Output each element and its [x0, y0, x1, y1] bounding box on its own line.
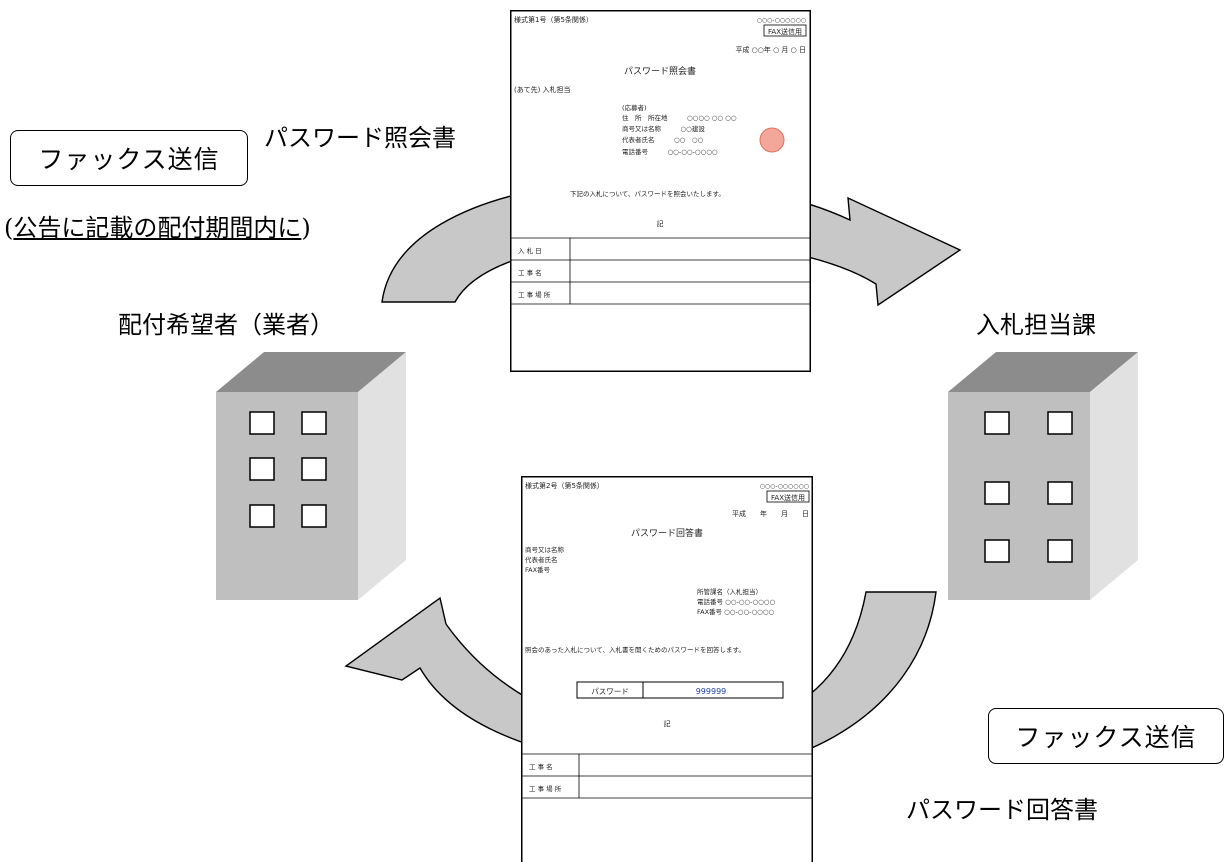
window-icon — [1047, 539, 1073, 563]
bidder-building-front — [216, 392, 358, 600]
answer-doc-label: パスワード回答書 — [906, 796, 1098, 824]
answer-form-from-line: FAX番号 ○○-○○-○○○○ — [697, 608, 775, 616]
section-building-roof — [948, 352, 1138, 392]
inquiry-form-applicant-address: 住 所 所在地 ○○○○ ○○ ○○ — [622, 113, 737, 122]
inquiry-form-note: 下記の入札について、パスワードを照会いたします。 — [570, 189, 725, 198]
inquiry-form-applicant-rep: 代表者氏名 ○○ ○○ — [622, 135, 704, 144]
inquiry-form-fax-box: FAX送信用 — [768, 27, 802, 36]
answer-form-row-label: 工 事 名 — [529, 762, 553, 771]
answer-form-note: 照会のあった入札について、入札書を開くためのパスワードを回答します。 — [525, 645, 745, 654]
section-building-side — [1090, 352, 1138, 600]
answer-form-from-line: 所管課名（入札担当） — [697, 587, 762, 596]
inquiry-doc-label: パスワード照会書 — [264, 124, 456, 152]
bidding-section-label: 入札担当課 — [976, 311, 1096, 339]
window-icon — [301, 411, 327, 435]
bidder-building-roof — [216, 352, 406, 392]
fax-note-close: ) — [301, 214, 311, 242]
inquiry-form-row-label: 入 札 日 — [518, 246, 542, 255]
fax-send-label-right: ファックス送信 — [988, 708, 1224, 764]
window-icon — [984, 539, 1010, 563]
inquiry-form-applicant-company: 商号又は名称 ○○建設 — [622, 124, 705, 133]
window-icon — [984, 411, 1010, 435]
answer-form-row-label: 工 事 場 所 — [529, 784, 562, 793]
password-answer-form: 様式第2号（第5条関係） ○○○-○○○○○○ FAX送信用 平成 年 月 日 … — [521, 476, 813, 862]
window-icon — [984, 481, 1010, 505]
window-icon — [301, 457, 327, 481]
answer-form-title: パスワード回答書 — [631, 527, 703, 539]
inquiry-form-title: パスワード照会書 — [624, 65, 696, 77]
window-icon — [1047, 411, 1073, 435]
answer-form-fax-box: FAX送信用 — [771, 493, 805, 502]
answer-form-to-line: 商号又は名称 — [525, 545, 565, 554]
fax-send-text: ファックス送信 — [38, 145, 220, 174]
window-icon — [249, 504, 275, 528]
window-icon — [1047, 481, 1073, 505]
inquiry-form-applicant-head: (応募者) — [622, 103, 647, 112]
answer-form-header-right: ○○○-○○○○○○ — [760, 483, 809, 490]
answer-form-password-value: 999999 — [696, 687, 727, 696]
inquiry-form-applicant-tel: 電話番号 ○○-○○-○○○○ — [622, 147, 718, 156]
window-icon — [301, 504, 327, 528]
bidder-building-side — [358, 352, 406, 600]
inquiry-form-row-label: 工 事 名 — [518, 268, 542, 277]
inquiry-form-header-left: 様式第1号（第5条関係） — [514, 15, 593, 24]
inquiry-form-header-right: ○○○-○○○○○○ — [757, 17, 806, 24]
answer-form-ki: 記 — [664, 719, 671, 728]
password-inquiry-form: 様式第1号（第5条関係） ○○○-○○○○○○ FAX送信用 平成 ○○年 ○ … — [510, 10, 811, 372]
answer-form-header-left: 様式第2号（第5条関係） — [525, 481, 604, 490]
inquiry-form-addressee: (あて先) 入札担当 — [514, 85, 571, 94]
answer-form-password-label: パスワード — [591, 687, 629, 696]
answer-form-date: 平成 年 月 日 — [732, 509, 809, 518]
bidding-section-building-icon — [948, 352, 1138, 600]
inquiry-form-row-label: 工 事 場 所 — [518, 290, 551, 299]
window-icon — [249, 411, 275, 435]
company-seal-icon — [759, 127, 785, 153]
fax-send-text: ファックス送信 — [1015, 723, 1197, 752]
answer-form-to-line: FAX番号 — [525, 566, 551, 574]
bidder-label: 配付希望者（業者） — [118, 311, 334, 339]
inquiry-form-ki: 記 — [657, 219, 664, 228]
fax-send-label-left: ファックス送信 — [10, 130, 248, 186]
inquiry-form-date: 平成 ○○年 ○ 月 ○ 日 — [735, 45, 806, 54]
fax-note-open: ( — [4, 214, 14, 242]
fax-period-note: (公告に記載の配付期間内に) — [4, 208, 311, 243]
answer-form-to-line: 代表者氏名 — [525, 555, 558, 564]
answer-form-from-line: 電話番号 ○○-○○-○○○○ — [697, 597, 775, 606]
fax-note-text: 公告に記載の配付期間内に — [13, 214, 302, 242]
bidder-building-icon — [216, 352, 406, 600]
window-icon — [249, 457, 275, 481]
